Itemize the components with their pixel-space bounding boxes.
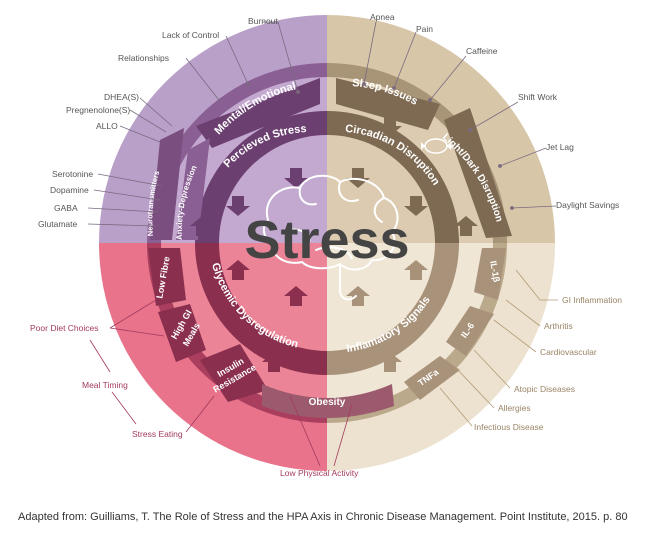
label-stress-eating: Stress Eating <box>132 429 183 439</box>
label-allo: ALLO <box>96 121 118 131</box>
light-dark-block <box>444 108 512 238</box>
arrow-insulin <box>262 352 286 372</box>
stress-title: Stress <box>244 210 409 270</box>
label-meal-timing: Meal Timing <box>82 380 128 390</box>
label-infectious-disease: Infectious Disease <box>474 422 544 432</box>
label-arthritis: Arthritis <box>544 321 573 331</box>
neurotransmitters-block <box>150 128 184 240</box>
label-gi-inflammation: GI Inflammation <box>562 295 622 305</box>
label-daylight-savings: Daylight Savings <box>556 200 619 210</box>
arrow-anxiety <box>226 196 250 216</box>
label-apnea: Apnea <box>370 12 395 22</box>
label-jet-lag: Jet Lag <box>546 142 574 152</box>
label-serotonine: Serotonine <box>52 169 93 179</box>
brain-icon <box>262 174 399 301</box>
arrow-sleep <box>378 116 402 136</box>
anxiety-block <box>176 138 210 240</box>
sleep-issues-block <box>336 78 440 130</box>
label-allergies: Allergies <box>498 403 531 413</box>
insulin-block <box>200 344 268 402</box>
arrows <box>190 116 478 372</box>
arrow-mental <box>262 116 286 136</box>
il1b-block <box>474 248 506 300</box>
arrow-light-2 <box>454 216 478 236</box>
label-pain: Pain <box>416 24 433 34</box>
source-caption: Adapted from: Guilliams, T. The Role of … <box>18 511 628 523</box>
label-atopic-diseases: Atopic Diseases <box>514 384 575 394</box>
obesity-block <box>262 384 394 418</box>
arrow-light <box>404 196 428 216</box>
tnfa-block <box>404 356 460 400</box>
label-dopamine: Dopamine <box>50 185 89 195</box>
cycle-icon <box>421 138 451 154</box>
label-glutamate: Glutamate <box>38 219 77 229</box>
il1b-label: IL-1β <box>488 260 502 283</box>
outer-labels: Burnout Lack of Control Relationships DH… <box>30 12 622 478</box>
label-low-physical-activity: Low Physical Activity <box>280 468 359 478</box>
high-gi-block <box>158 304 206 362</box>
label-poor-diet: Poor Diet Choices <box>30 323 99 333</box>
low-fibre-block <box>148 248 186 306</box>
arrow-glycemic <box>284 286 308 306</box>
mental-emotional-block <box>196 78 320 148</box>
arrow-neuro <box>190 216 214 236</box>
connectors <box>87 21 558 467</box>
obesity-label: Obesity <box>309 397 346 408</box>
label-lack-of-control: Lack of Control <box>162 30 219 40</box>
label-caffeine: Caffeine <box>466 46 498 56</box>
arrow-inflammatory <box>346 286 370 306</box>
label-pregnenolone: Pregnenolone(S) <box>66 105 130 115</box>
label-relationships: Relationships <box>118 53 169 63</box>
segment-blocks <box>148 78 512 418</box>
arrow-inflammatory-2 <box>404 260 428 280</box>
arrow-tnfa <box>378 352 402 372</box>
label-burnout: Burnout <box>248 16 278 26</box>
label-shift-work: Shift Work <box>518 92 558 102</box>
il6-block <box>446 306 494 356</box>
label-dhea: DHEA(S) <box>104 92 139 102</box>
arrow-glycemic-up <box>226 260 250 280</box>
label-gaba: GABA <box>54 203 78 213</box>
label-cardiovascular: Cardiovascular <box>540 347 597 357</box>
